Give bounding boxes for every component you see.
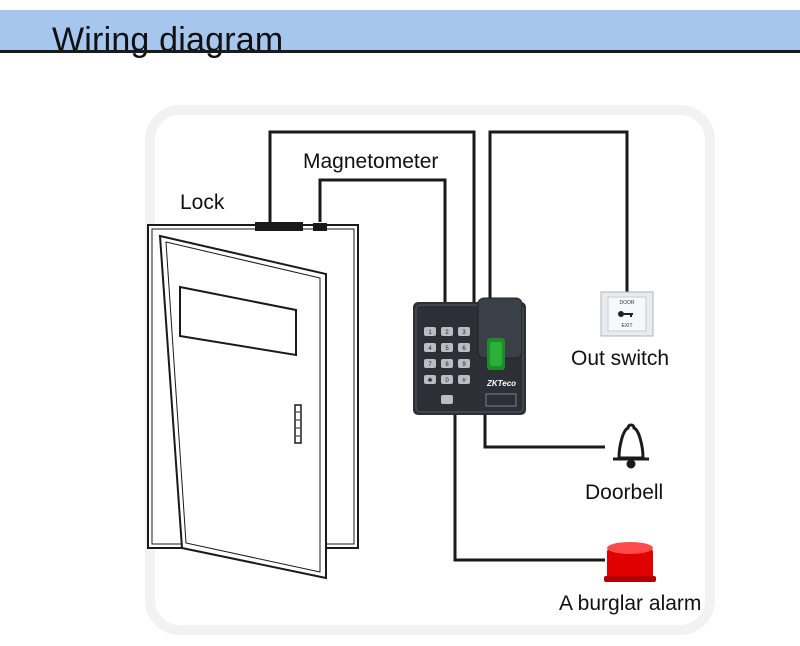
keypad-key-label: 9 — [462, 362, 466, 368]
siren-icon — [604, 542, 656, 582]
keypad-key-label: ✱ — [427, 377, 432, 384]
keypad-key-label: 3 — [462, 330, 466, 336]
header-divider — [0, 50, 800, 53]
keypad-key-label: 5 — [445, 346, 449, 352]
wire-magnetometer — [318, 178, 447, 302]
wire-lock — [268, 130, 476, 302]
keypad-key-label: 6 — [462, 346, 466, 352]
keypad-key-label: # — [462, 378, 466, 384]
header-bar: Wiring diagram — [0, 10, 800, 59]
keypad-key — [424, 343, 436, 352]
door-leaf — [158, 234, 327, 580]
wire-out-switch — [488, 130, 629, 302]
card-reader-area — [485, 393, 517, 407]
keypad-key — [458, 343, 470, 352]
keypad-key — [424, 375, 436, 384]
fingerprint-terminal: 1 2 3 4 5 6 7 8 9 ✱ 0 # ZKTeco — [413, 297, 526, 415]
keypad-key — [441, 359, 453, 368]
brand-logo: ZKTeco — [486, 379, 516, 388]
keypad-key-label: 0 — [445, 378, 449, 384]
keypad-key — [424, 359, 436, 368]
magnetometer-icon — [313, 223, 327, 231]
keypad-key-label: 2 — [445, 330, 449, 336]
keypad-key — [424, 327, 436, 336]
lock-icon — [255, 222, 303, 231]
keypad-key — [441, 343, 453, 352]
keypad-bell-key — [441, 395, 453, 404]
keypad-key-label: 8 — [445, 362, 449, 368]
keypad-key — [458, 375, 470, 384]
burglar-alarm-label: A burglar alarm — [559, 592, 702, 615]
keypad: 1 2 3 4 5 6 7 8 9 ✱ 0 # — [424, 327, 470, 404]
wires — [268, 130, 629, 562]
out-switch-label: Out switch — [571, 347, 670, 370]
doorbell-label: Doorbell — [585, 481, 664, 504]
door — [147, 224, 359, 580]
door-window — [179, 285, 297, 357]
exit-button-bottom-text: EXIT — [621, 323, 632, 329]
keypad-key-label: 1 — [428, 330, 432, 336]
wire-doorbell — [483, 415, 605, 449]
exit-button: DOOR EXIT — [600, 291, 654, 337]
keypad-key — [458, 359, 470, 368]
key-icon — [618, 311, 633, 317]
magnetometer-label: Magnetometer — [303, 150, 439, 173]
keypad-key — [441, 327, 453, 336]
wire-alarm — [453, 415, 605, 562]
exit-button-top-text: DOOR — [620, 300, 635, 306]
keypad-key-label: 4 — [428, 346, 432, 352]
keypad-key-label: 7 — [428, 362, 432, 368]
bell-icon — [613, 423, 649, 469]
keypad-key — [441, 375, 453, 384]
door-handle — [294, 404, 302, 444]
lock-label: Lock — [180, 191, 225, 214]
keypad-key — [458, 327, 470, 336]
